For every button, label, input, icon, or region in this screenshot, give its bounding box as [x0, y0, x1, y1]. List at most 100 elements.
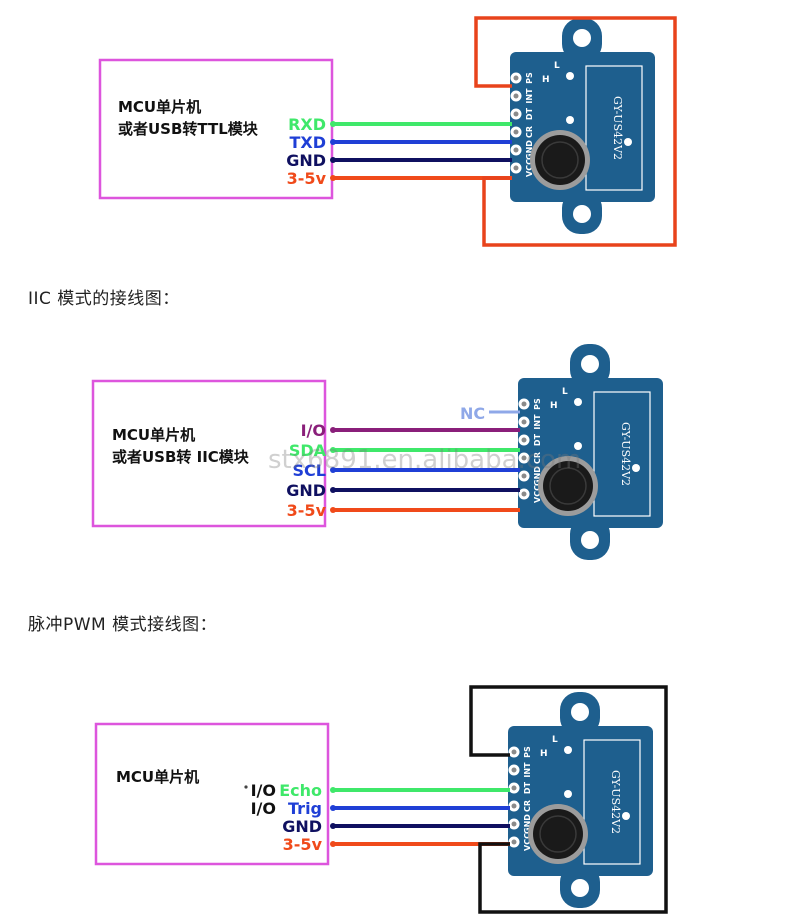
- s3-signal-label: 3-5v: [283, 835, 323, 854]
- s3-signal-prefix: I/O: [251, 781, 276, 800]
- s3-h-label: H: [540, 749, 548, 759]
- s1-wire-dot: [330, 157, 336, 163]
- s2-h-label: H: [550, 401, 558, 411]
- s3-pin-label: DT: [523, 781, 532, 794]
- s2-pin-hole: [521, 401, 527, 407]
- watermark: stx6891.en.alibaba.com: [268, 445, 582, 475]
- s3-signal-label: Trig: [288, 799, 322, 818]
- s3-pin-label: PS: [523, 746, 532, 758]
- s1-mcu-label: 或者USB转TTL模块: [118, 120, 259, 138]
- s1-pin-label: PS: [525, 72, 534, 84]
- s1-pin-hole: [513, 129, 519, 135]
- s3-pin-hole: [511, 803, 517, 809]
- s2-pin-label: DT: [533, 433, 542, 446]
- s3-mcu-label: MCU单片机: [116, 768, 199, 786]
- s2-nc-label: NC: [460, 404, 485, 423]
- s3-pin-label: VCC: [523, 833, 532, 851]
- s1-via-pad-right: [624, 138, 632, 146]
- s2-wire-dot: [330, 427, 336, 433]
- s2-silk-outline: [593, 391, 651, 517]
- s3-pin-hole: [511, 749, 517, 755]
- s1-board-name: GY-US42V2: [611, 96, 624, 160]
- s2-pin-label: CR: [533, 452, 542, 464]
- s2-board-name: GY-US42V2: [619, 422, 632, 486]
- s1-transducer-inner: [541, 141, 579, 179]
- s1-pin-label: GND: [525, 140, 534, 160]
- s1-mcu-box: [98, 58, 334, 200]
- s2-mcu-box: [91, 379, 327, 528]
- s2-signal-label: 3-5v: [287, 501, 327, 520]
- s2-signal-label: SCL: [293, 461, 326, 480]
- s2-pin-hole: [521, 491, 527, 497]
- s2-wire-dot: [330, 467, 336, 473]
- s2-signal-label: GND: [286, 481, 326, 500]
- s2-via-pad: [574, 442, 582, 450]
- s3-loop-wire: [469, 685, 668, 914]
- s2-wire-dot: [330, 447, 336, 453]
- s3-via-pad: [564, 790, 572, 798]
- s1-pin-label: VCC: [525, 159, 534, 177]
- s2-signal-label: SDA: [289, 441, 327, 460]
- s2-pin-label: VCC: [533, 485, 542, 503]
- s2-mcu-label: MCU单片机: [112, 426, 195, 444]
- s3-pin-hole: [511, 785, 517, 791]
- s2-pin-label: INT: [533, 414, 542, 430]
- s1-pin-hole: [513, 75, 519, 81]
- s3-signal-label: GND: [282, 817, 322, 836]
- s1-via-pad: [566, 116, 574, 124]
- s1-h-label: H: [542, 75, 550, 85]
- s2-transducer-inner: [549, 467, 587, 505]
- s2-signal-label: I/O: [301, 421, 326, 440]
- s3-small-dot: [244, 785, 248, 789]
- s1-board-hole-bottom: [573, 205, 591, 223]
- s3-mcu-box: [94, 722, 330, 866]
- s3-board-hole-top: [571, 703, 589, 721]
- s2-board-hole-bottom: [581, 531, 599, 549]
- pwm-caption: 脉冲PWM 模式接线图：: [28, 615, 218, 635]
- s2-wire-dot: [330, 507, 336, 513]
- s3-board-hole-bottom: [571, 879, 589, 897]
- s3-wire-dot: [330, 787, 336, 793]
- s1-pin-label: CR: [525, 126, 534, 138]
- s3-pin-hole: [511, 767, 517, 773]
- s3-wire-dot: [330, 823, 336, 829]
- s1-signal-label: GND: [286, 151, 326, 170]
- s2-l-label: L: [562, 387, 568, 397]
- s2-pin-hole: [521, 473, 527, 479]
- s1-pin-hole: [513, 111, 519, 117]
- s2-mcu-label: 或者USB转 IIC模块: [112, 448, 250, 466]
- s1-board-hole-top: [573, 29, 591, 47]
- s1-led-pad: [566, 72, 574, 80]
- s2-wire-dot: [330, 487, 336, 493]
- s1-signal-label: RXD: [288, 115, 326, 134]
- iic-caption: IIC 模式的接线图：: [28, 289, 180, 309]
- s1-pin-label: INT: [525, 88, 534, 104]
- s1-loop-wire: [474, 16, 677, 247]
- s2-led-pad: [574, 398, 582, 406]
- s2-pin-label: PS: [533, 398, 542, 410]
- s3-board-name: GY-US42V2: [609, 770, 622, 834]
- s2-pin-hole: [521, 419, 527, 425]
- s3-signal-prefix: I/O: [251, 799, 276, 818]
- s3-via-pad-right: [622, 812, 630, 820]
- s3-silk-outline: [583, 739, 641, 865]
- s3-l-label: L: [552, 735, 558, 745]
- s2-via-pad-right: [632, 464, 640, 472]
- s1-l-label: L: [554, 61, 560, 71]
- s3-pin-label: INT: [523, 762, 532, 778]
- s1-silk-outline: [585, 65, 643, 191]
- s1-pin-hole: [513, 165, 519, 171]
- s1-pin-label: DT: [525, 107, 534, 120]
- s1-pin-hole: [513, 147, 519, 153]
- s3-pin-hole: [511, 839, 517, 845]
- s3-pin-label: CR: [523, 800, 532, 812]
- s2-pin-label: GND: [533, 466, 542, 486]
- s3-signal-label: Echo: [279, 781, 322, 800]
- s1-wire-dot: [330, 121, 336, 127]
- s2-pin-hole: [521, 455, 527, 461]
- s3-wire-dot: [330, 805, 336, 811]
